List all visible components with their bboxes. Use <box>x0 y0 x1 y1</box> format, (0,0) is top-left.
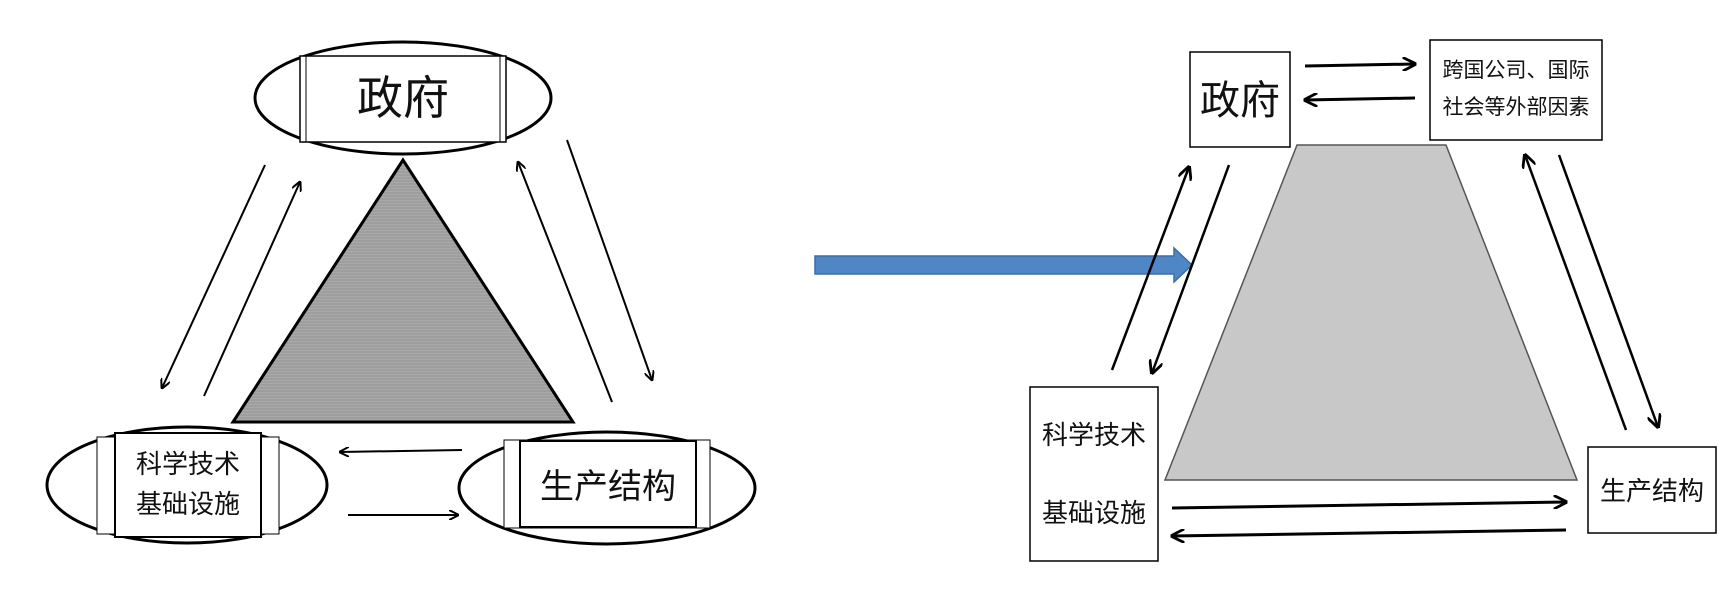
right-production-node: 生产结构 <box>1587 446 1717 534</box>
left-science-node: 科学技术 基础设施 <box>45 425 329 545</box>
right-arrow-production-to-science <box>1172 528 1567 536</box>
left-science-box <box>114 432 262 538</box>
right-science-label-line1: 科学技术 <box>1042 421 1146 451</box>
transition-arrow <box>814 246 1194 284</box>
right-arrow-production-to-external <box>1525 155 1628 431</box>
left-arrow-production-to-science <box>340 450 463 452</box>
right-model: 政府 跨国公司、国际 社会等外部因素 科学技术 基础设施 生产结构 <box>1029 39 1717 562</box>
right-trapezoid <box>1163 144 1579 481</box>
left-arrow-science-to-gov <box>203 182 300 397</box>
right-external-node: 跨国公司、国际 社会等外部因素 <box>1429 39 1603 141</box>
right-science-label-line2: 基础设施 <box>1042 499 1146 529</box>
left-production-label: 生产结构 <box>540 467 676 507</box>
right-arrow-external-to-gov <box>1305 98 1416 100</box>
right-arrow-science-to-gov <box>1110 167 1189 371</box>
right-government-box <box>1189 51 1291 148</box>
left-government-node: 政府 <box>253 40 553 156</box>
right-external-box <box>1429 39 1603 141</box>
left-production-node: 生产结构 <box>457 430 757 546</box>
left-production-box <box>519 440 697 528</box>
left-science-label-line1: 科学技术 <box>136 450 240 480</box>
left-arrow-gov-to-science <box>162 164 266 388</box>
right-arrow-external-to-production <box>1557 154 1658 427</box>
right-government-node: 政府 <box>1189 51 1291 148</box>
left-science-label-line2: 基础设施 <box>136 490 240 520</box>
right-production-label: 生产结构 <box>1600 477 1704 507</box>
right-external-label-line2: 社会等外部因素 <box>1443 95 1590 119</box>
right-science-node: 科学技术 基础设施 <box>1029 386 1159 562</box>
right-arrow-gov-to-external <box>1304 64 1415 66</box>
left-model: 政府 科学技术 基础设施 生产结构 <box>45 40 757 546</box>
left-triangle <box>230 157 576 424</box>
left-government-box <box>299 55 507 143</box>
right-government-label: 政府 <box>1200 78 1280 124</box>
right-science-box <box>1029 386 1159 562</box>
right-external-label-line1: 跨国公司、国际 <box>1443 58 1590 82</box>
right-arrow-gov-to-science <box>1152 164 1231 373</box>
left-arrow-production-to-gov <box>518 162 613 403</box>
left-government-label: 政府 <box>357 71 449 125</box>
left-arrow-gov-to-production <box>566 139 652 380</box>
right-production-box <box>1587 446 1717 534</box>
right-arrow-science-to-production <box>1171 502 1566 510</box>
